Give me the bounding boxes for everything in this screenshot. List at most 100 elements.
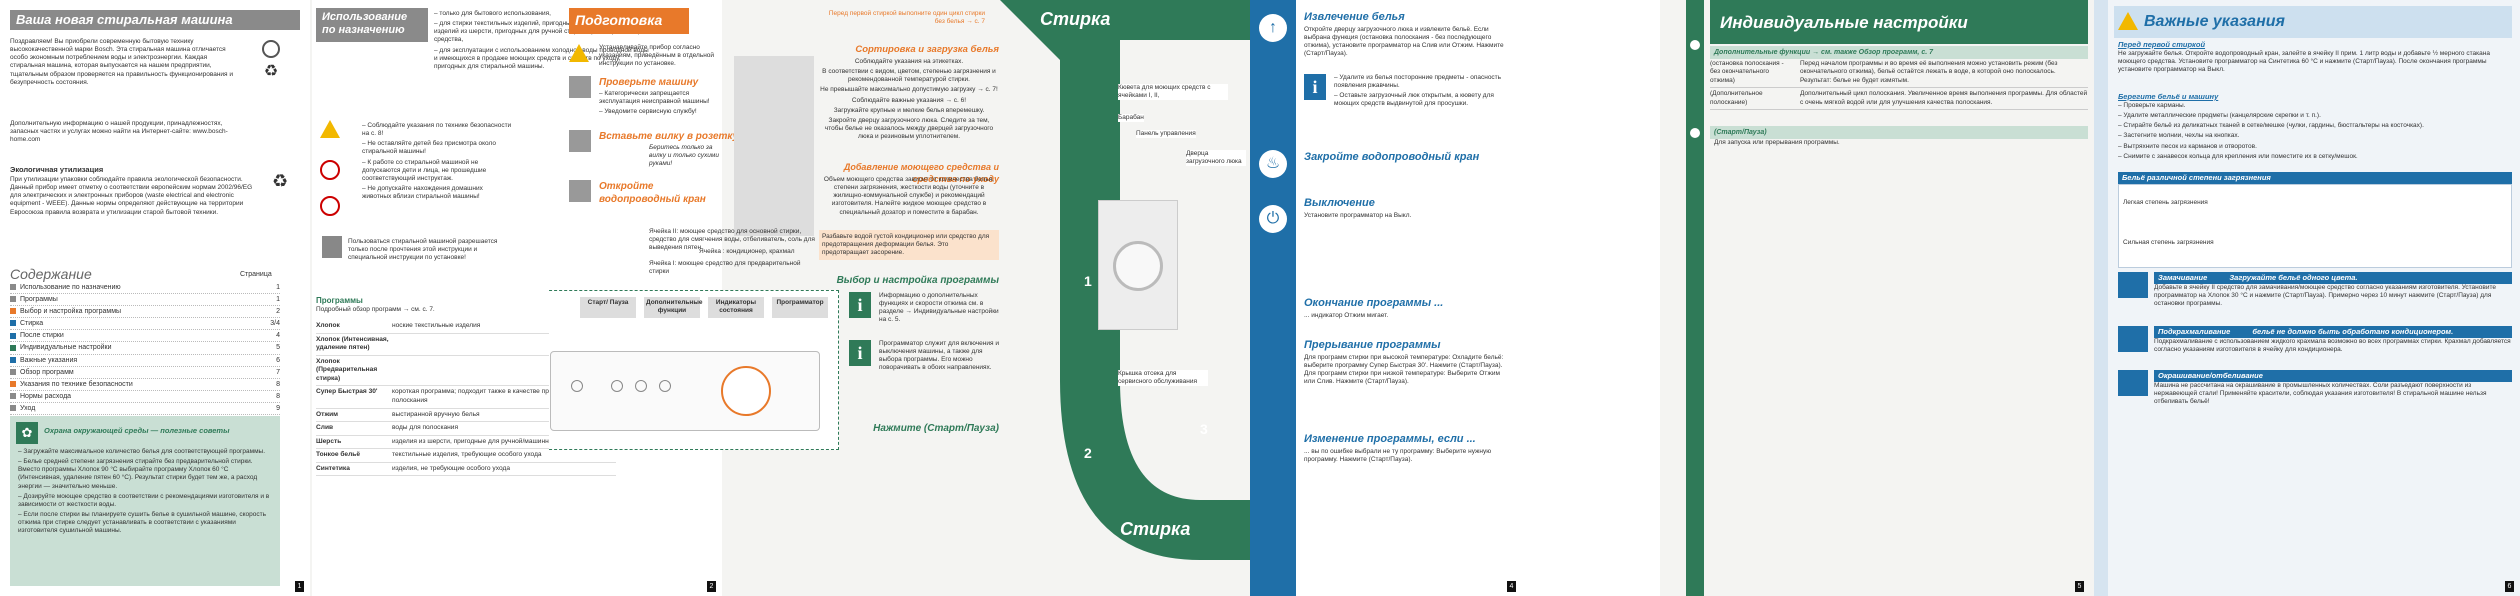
program-desc: текстильные изделия, требующие особого у… [392,451,542,459]
page-number: 4 [1507,581,1516,592]
program-row: Хлопок (Предварительная стирка) [316,356,616,387]
starch-title-text: Подкрахмаливание [2158,327,2231,336]
dye-title: Окрашивание/отбеливание [2154,370,2512,382]
eco-text: При утилизации упаковки соблюдайте прави… [10,176,253,216]
book-icon [322,236,342,258]
function-value: Дополнительный цикл полоскания. Увеличен… [1800,90,2088,106]
start-button[interactable] [571,380,583,392]
soak-icon [2118,272,2148,298]
wash-title-bottom: Стирка [1120,519,1191,539]
sort-item: Соблюдайте указания на этикетках. [854,58,964,65]
panel-4: Стирка Стирка 1 2 3 Кювета для моющих ср… [1000,0,1252,596]
tray2: Ячейка : кондиционер, крахмал [699,248,795,255]
soil-table: Легкая степень загрязнения Сильная степе… [2118,184,2512,268]
care-item: – Застегните молнии, чехлы на кнопках. [2118,132,2240,140]
starch-text: Подкрахмаливание с использованием жидког… [2154,338,2511,354]
info-text: Дополнительную информацию о нашей продук… [10,120,228,144]
dye-title-text: Окрашивание/отбеливание [2158,371,2263,380]
page-number: 5 [2075,581,2084,592]
function-table: (остановка полоскания - без окончательно… [1710,58,2088,111]
sp-head-text: (Старт/Пауза) [1714,129,1767,136]
bin-icon: ♻ [263,63,279,80]
program-dial[interactable] [721,366,771,416]
sort-item: Соблюдайте важные указания → с. 6! [851,96,967,104]
tap-title: Откройте водопроводный кран [599,181,706,205]
toc-page: 1 [276,284,280,291]
remove-list: – Удалите из белья посторонние предметы … [1334,74,1504,111]
toc-label: Стирка [10,319,43,328]
program-name: Супер Быстрая 30' [316,388,378,396]
detergent-text: Объем моющего средства зависит от количе… [823,176,995,216]
toc-label: Использование по назначению [10,283,121,292]
wash-title-top: Стирка [1040,9,1111,29]
check-title: Проверьте машину [599,77,699,88]
soil-title: Бельё различной степени загрязнения [2118,172,2512,184]
toc-color-square [10,320,16,327]
toc-color-square [10,380,16,387]
label-service: Крышка отсека для сервисного обслуживани… [1118,370,1208,387]
use-title: Использование по назначению [316,8,428,42]
washer-door [1113,241,1163,291]
note-text: Пользоваться стиральной машиной разрешае… [348,238,498,262]
check-list: – Категорически запрещается эксплуатация… [599,90,729,118]
fn-head: Дополнительные функции → см. также Обзор… [1710,46,2088,60]
prep-title: Подготовка [569,8,689,34]
bosch-icon [262,40,280,58]
warning-icon [569,44,589,65]
safety-item: – Соблюдайте указания по технике безопас… [362,122,512,138]
toc-label: Нормы расхода [10,392,71,401]
program-desc: выстиранной вручную белья [392,410,480,418]
panel-label: Индикаторы состояния [708,297,764,318]
shirt-up-icon: ↑ [1259,14,1287,42]
program-desc: ноские текстильные изделия [392,322,481,329]
programs-title: Программы [316,296,363,305]
check-item: – Уведомите сервисную службу! [599,108,697,116]
use-item: – только для бытового использования, [434,10,551,17]
function-row: (Дополнительное полоскание) Дополнительны… [1710,88,2088,111]
panel-4-text: ↑ ♨ ⏻ Извлечение белья Откройте дверцу з… [1250,0,1660,596]
toc-color-square [10,368,16,375]
plug-icon [569,130,591,152]
function-button-3[interactable] [659,380,671,392]
function-button-2[interactable] [635,380,647,392]
first-title: Перед первой стиркой [2118,40,2206,49]
care-item: – Снимите с занавесок кольца для креплен… [2118,152,2358,160]
sort-title: Сортировка и загрузка белья [855,44,999,55]
page-number: 2 [707,581,716,592]
side-strip [2094,0,2108,596]
care-item: – Проверьте карманы. [2118,102,2186,109]
leaf-icon: ✿ [16,422,38,444]
fabric-box: Разбавьте водой густой кондиционер или с… [819,230,999,261]
title-text: Индивидуальные настройки [1720,13,1968,32]
toc-label: Обзор программ [10,368,74,377]
toc-row: Использование по назначению 1 [10,282,280,295]
tap-icon: ♨ [1259,150,1287,178]
use-item: – для стирки текстильных изделий, пригод… [434,20,650,44]
function-key: (Дополнительное полоскание) [1710,90,1763,106]
check-item: – Категорически запрещается эксплуатация… [599,90,710,106]
care-list: – Проверьте карманы.– Удалите металличес… [2118,102,2512,163]
env-item: – Если после стирки вы планируете сушить… [18,510,266,535]
dot-2 [1690,128,1700,138]
soil-high: Сильная степень загрязнения [2123,239,2214,246]
dye-text: Машина не рассчитана на окрашивание в пр… [2154,382,2487,406]
page-number: 1 [295,581,304,592]
machine-check-icon [569,76,591,98]
env-item: – Дозируйте моющее средство в соответств… [18,492,270,508]
off-title: Выключение [1304,197,1375,209]
toc-label: После стирки [10,331,64,340]
use-list: – только для бытового использования, – дл… [434,10,654,73]
change-text: ... вы по ошибке выбрали не ту программу… [1304,448,1492,464]
function-button-1[interactable] [611,380,623,392]
